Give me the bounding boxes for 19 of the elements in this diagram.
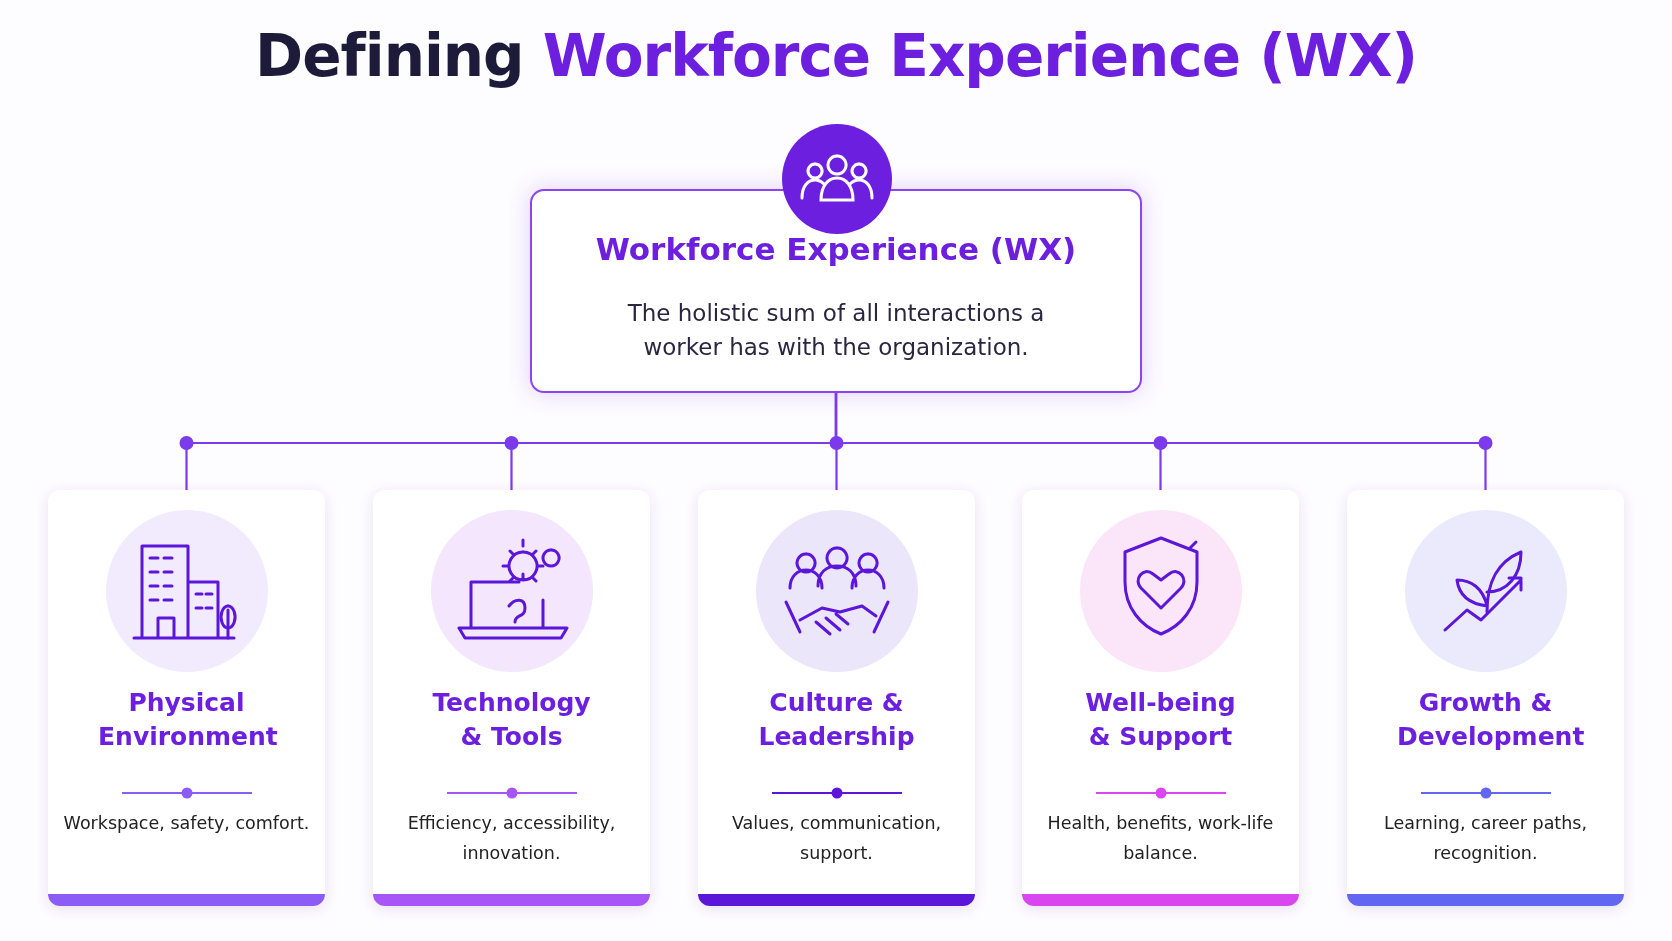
- card-heading: Culture & Leadership: [757, 687, 916, 753]
- title: Defining Workforce Experience (WX): [254, 22, 1418, 90]
- category-card: [373, 490, 650, 906]
- card-heading: Well-being & Support: [1084, 687, 1237, 753]
- card-heading: Technology & Tools: [431, 687, 592, 753]
- card-description: Learning, career paths, recognition.: [1383, 812, 1588, 865]
- category-card: [1022, 490, 1299, 906]
- category-card: [1347, 490, 1624, 906]
- definition-text: The holistic sum of all interactions a worker has with the organization.: [626, 299, 1046, 362]
- connector-line: [834, 393, 1487, 490]
- card-description: Health, benefits, work-life balance.: [1046, 812, 1275, 865]
- card-heading: Growth & Development: [1396, 687, 1586, 753]
- card-description: Workspace, safety, comfort.: [62, 812, 311, 835]
- card-description: Values, communication, support.: [730, 812, 943, 865]
- category-card: [48, 490, 325, 906]
- box-heading: Workforce Experience (WX): [594, 231, 1078, 267]
- category-card: [698, 490, 975, 906]
- card-description: Efficiency, accessibility, innovation.: [406, 812, 617, 865]
- card-heading: Physical Environment: [97, 687, 279, 753]
